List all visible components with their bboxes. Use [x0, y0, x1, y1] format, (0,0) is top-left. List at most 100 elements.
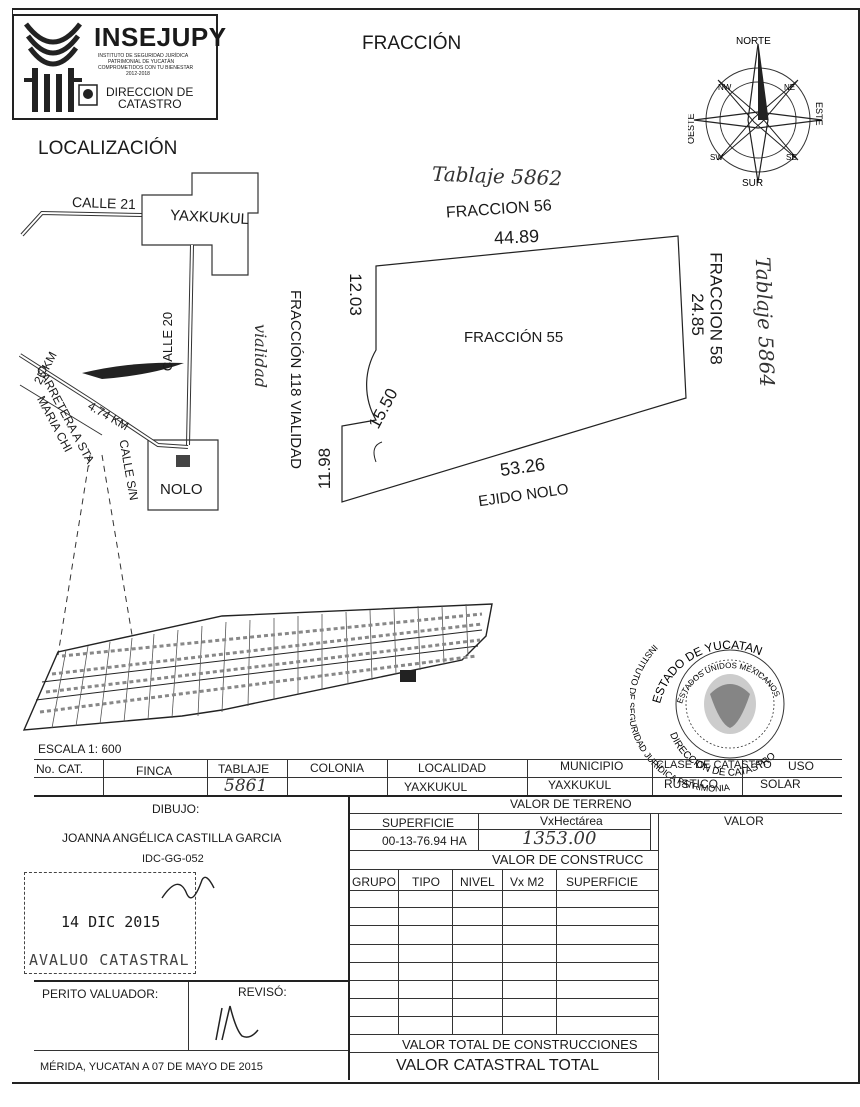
- terreno-bottom: [350, 850, 658, 851]
- dept-line-1: DIRECCION DE: [106, 85, 194, 99]
- org-name: INSEJUPY: [94, 22, 227, 52]
- vxhectarea-value: 1353.00: [522, 828, 597, 849]
- header-uso: USO: [788, 759, 815, 773]
- value-clase: RUSTICO: [664, 777, 718, 791]
- west-lower-length: 11.98: [315, 447, 335, 490]
- cons-header-tipo: TIPO: [412, 875, 441, 889]
- cons-col-3: [502, 869, 503, 1034]
- value-municipio: YAXKUKUL: [548, 778, 612, 792]
- cons-row-4: [350, 962, 658, 963]
- insejupy-logo-icon: [24, 22, 82, 112]
- logo-box: INSEJUPY INSTITUTO DE SEGURIDAD JURÍDICA…: [12, 14, 226, 120]
- stamp-text: AVALUO CATASTRAL: [29, 951, 190, 969]
- total-construcciones: VALOR TOTAL DE CONSTRUCCIONES: [402, 1037, 638, 1052]
- official-seal: ESTADO DE YUCATAN ESTADOS UNIDOS MEXICAN…: [630, 604, 785, 794]
- valor-catastral-total: VALOR CATASTRAL TOTAL: [396, 1057, 600, 1074]
- dept-line-2: CATASTRO: [118, 97, 182, 111]
- date-top-line: [34, 1050, 348, 1051]
- dibujo-id: IDC-GG-052: [142, 853, 204, 865]
- header-finca: FINCA: [136, 764, 172, 778]
- cons-header-nivel: NIVEL: [460, 875, 495, 889]
- location-heading: LOCALIZACIÓN: [38, 138, 178, 159]
- org-sub-2: PATRIMONIAL DE YUCATÁN: [108, 59, 175, 65]
- info-row-bottom: [34, 795, 842, 797]
- reviso-label: REVISÓ:: [238, 985, 287, 999]
- compass-sw: SW: [710, 153, 723, 162]
- org-sub-1: INSTITUTO DE SEGURIDAD JURÍDICA: [98, 53, 189, 59]
- total-cons-top: [350, 1034, 658, 1035]
- lower-right-edge: [658, 813, 659, 1080]
- perito-reviso-divider: [188, 982, 189, 1050]
- document-frame: [12, 8, 860, 1084]
- cons-header-grupo: GRUPO: [352, 875, 397, 889]
- cons-header-superficie: SUPERFICIE: [566, 875, 639, 889]
- compass-south: SUR: [742, 178, 763, 189]
- cons-row-7: [350, 1016, 658, 1017]
- dibujo-label: DIBUJO:: [152, 802, 200, 816]
- date-line: MÉRIDA, YUCATAN A 07 DE MAYO DE 2015: [40, 1061, 263, 1073]
- cons-col-2: [452, 869, 453, 1034]
- scale-label: ESCALA 1: 600: [38, 742, 122, 756]
- value-localidad: YAXKUKUL: [404, 780, 468, 794]
- info-col-6: [652, 759, 653, 795]
- value-uso: SOLAR: [760, 777, 801, 791]
- parcel-center-label: FRACCIÓN 55: [464, 329, 564, 346]
- parcel-plot: [341, 235, 687, 503]
- terreno-mid: [350, 829, 650, 830]
- west-handwritten-note: vialidad: [250, 324, 270, 388]
- info-row-top: [34, 759, 842, 760]
- stamp-date: 14 DIC 2015: [61, 913, 161, 931]
- terreno-col-2: [650, 813, 651, 850]
- org-sub-4: 2012-2018: [126, 71, 150, 77]
- received-stamp: 14 DIC 2015 AVALUO CATASTRAL: [24, 872, 196, 974]
- compass-rose-icon: NORTE SUR ESTE OESTE NE NW SE SW: [688, 36, 824, 189]
- terreno-top: [350, 813, 842, 814]
- valor-construccion-title: VALOR DE CONSTRUCC: [492, 852, 644, 867]
- catastral-total-top: [350, 1052, 658, 1053]
- calle-21-label: CALLE 21: [71, 193, 137, 213]
- cons-row-5: [350, 980, 658, 981]
- valor-label: VALOR: [724, 814, 764, 828]
- east-boundary-label: FRACCION 58: [706, 252, 726, 365]
- reviso-signature-icon: [215, 1005, 259, 1041]
- cons-row-2: [350, 925, 658, 926]
- header-colonia: COLONIA: [310, 761, 365, 775]
- info-col-1: [103, 759, 104, 795]
- superficie-label: SUPERFICIE: [382, 816, 455, 830]
- header-no-cat: No. CAT.: [36, 762, 84, 776]
- header-tablaje: TABLAJE: [218, 762, 270, 776]
- info-row-mid: [34, 777, 842, 778]
- cons-row-3: [350, 944, 658, 945]
- cons-header-vxm2: Vx M2: [510, 875, 545, 889]
- perito-top-line: [34, 980, 348, 982]
- value-tablaje: 5861: [224, 776, 268, 796]
- compass-ne: NE: [784, 83, 795, 92]
- compass-north: NORTE: [736, 36, 771, 47]
- calle-20-label: CALLE 20: [160, 311, 176, 372]
- tablaje-right-note: Tablaje 5864: [750, 256, 780, 388]
- nolo-label: NOLO: [160, 481, 203, 498]
- superficie-value: 00-13-76.94 HA: [382, 834, 467, 848]
- cons-col-4: [556, 869, 557, 1034]
- header-localidad: LOCALIDAD: [418, 761, 487, 775]
- header-municipio: MUNICIPIO: [560, 759, 624, 773]
- compass-west: OESTE: [688, 113, 696, 144]
- lower-left-right-divider: [348, 797, 350, 1080]
- info-col-5: [527, 759, 528, 795]
- seal-bottom-text: DIRECCION DE CATASTRO: [667, 731, 778, 779]
- west-upper-length: 12.03: [345, 273, 365, 316]
- compass-se: SE: [786, 153, 797, 162]
- valor-terreno-title: VALOR DE TERRENO: [510, 797, 632, 811]
- east-length: 24.85: [687, 293, 707, 336]
- vxhectarea-label: VxHectárea: [540, 814, 603, 828]
- compass-nw: NW: [718, 83, 732, 92]
- page-title: FRACCIÓN: [362, 33, 462, 54]
- cons-top: [350, 869, 658, 870]
- signature-stamp-icon: [161, 876, 215, 899]
- west-boundary-label: FRACCIÓN 118 VIALIDAD: [286, 290, 304, 469]
- tablaje-top-note: Tablaje 5862: [431, 161, 563, 191]
- cons-col-1: [398, 869, 399, 1034]
- cons-row-1: [350, 907, 658, 908]
- dibujo-name: JOANNA ANGÉLICA CASTILLA GARCIA: [62, 831, 282, 845]
- terreno-col-1: [478, 813, 479, 850]
